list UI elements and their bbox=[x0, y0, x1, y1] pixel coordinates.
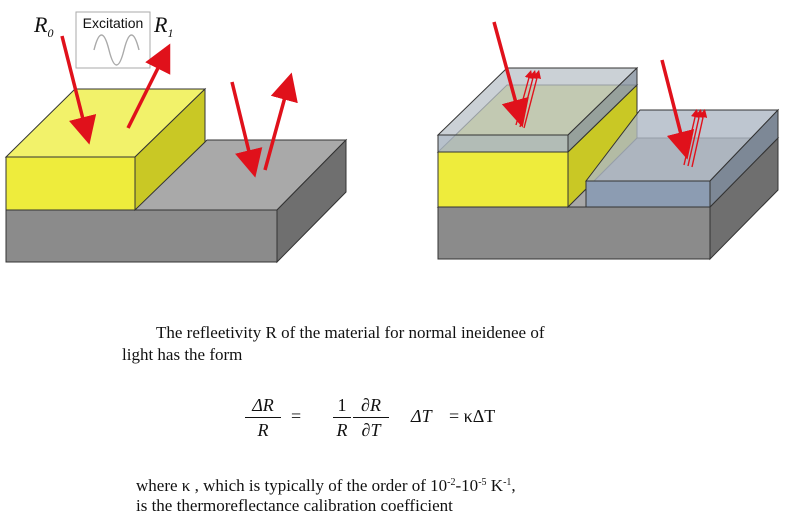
note-line-2: is the thermoreflectance calibration coe… bbox=[136, 496, 453, 515]
sine-wave bbox=[93, 34, 140, 66]
frac3-numerator: ∂R bbox=[361, 395, 381, 415]
left-substrate-front bbox=[5, 209, 278, 263]
right-substrate-front bbox=[437, 206, 711, 260]
frac2-denominator: R bbox=[336, 420, 348, 440]
paragraph-line-1: The refleetivity R of the material for n… bbox=[156, 323, 545, 342]
equals-sign-1: = bbox=[291, 406, 302, 426]
left-film-side bbox=[134, 87, 206, 212]
coat-film-side bbox=[567, 66, 638, 154]
reflected-arrow-r1 bbox=[126, 43, 171, 129]
coat-substrate-front bbox=[585, 180, 711, 208]
incident-arrow-substrate-coated bbox=[660, 59, 695, 160]
r0-label: R0 bbox=[33, 12, 53, 40]
incident-arrow-film-coated bbox=[492, 21, 529, 128]
incident-arrow-r0 bbox=[60, 35, 97, 145]
delta-t: ΔT bbox=[411, 406, 432, 426]
fraction-one-over-r: 1 R bbox=[333, 394, 351, 441]
paragraph-line-2: light has the form bbox=[122, 345, 243, 364]
description-paragraph: The refleetivity R of the material for n… bbox=[122, 322, 682, 366]
left-film-front bbox=[5, 156, 136, 211]
fraction-partial: ∂R ∂T bbox=[353, 394, 389, 441]
right-sample bbox=[436, 66, 780, 261]
equals-kappa-delta-t: = κΔT bbox=[449, 406, 496, 426]
frac3-denominator: ∂T bbox=[361, 420, 381, 440]
coefficient-note: where κ , which is typically of the orde… bbox=[136, 476, 696, 516]
fraction-lhs: ΔR R bbox=[245, 394, 281, 441]
excitation-label: Excitation bbox=[83, 15, 144, 31]
incident-arrow-substrate bbox=[230, 81, 263, 178]
coat-substrate-side bbox=[709, 108, 779, 209]
r1-label: R1 bbox=[153, 12, 173, 40]
reflected-bundle-film bbox=[515, 69, 542, 129]
reflected-arrow-substrate bbox=[263, 72, 298, 171]
note-line-1: where κ , which is typically of the orde… bbox=[136, 476, 516, 495]
lhs-numerator: ΔR bbox=[252, 395, 274, 415]
lhs-denominator: R bbox=[257, 420, 269, 440]
left-substrate-side bbox=[276, 138, 347, 264]
reflected-bundle-substrate bbox=[683, 108, 708, 168]
excitation-box: Excitation bbox=[75, 11, 151, 69]
coat-film-front bbox=[437, 134, 569, 153]
thermoreflectance-diagram: Excitation R0 R1 bbox=[4, 11, 780, 264]
left-sample bbox=[4, 87, 348, 264]
right-film-front bbox=[437, 151, 569, 208]
frac2-numerator: 1 bbox=[337, 395, 347, 415]
